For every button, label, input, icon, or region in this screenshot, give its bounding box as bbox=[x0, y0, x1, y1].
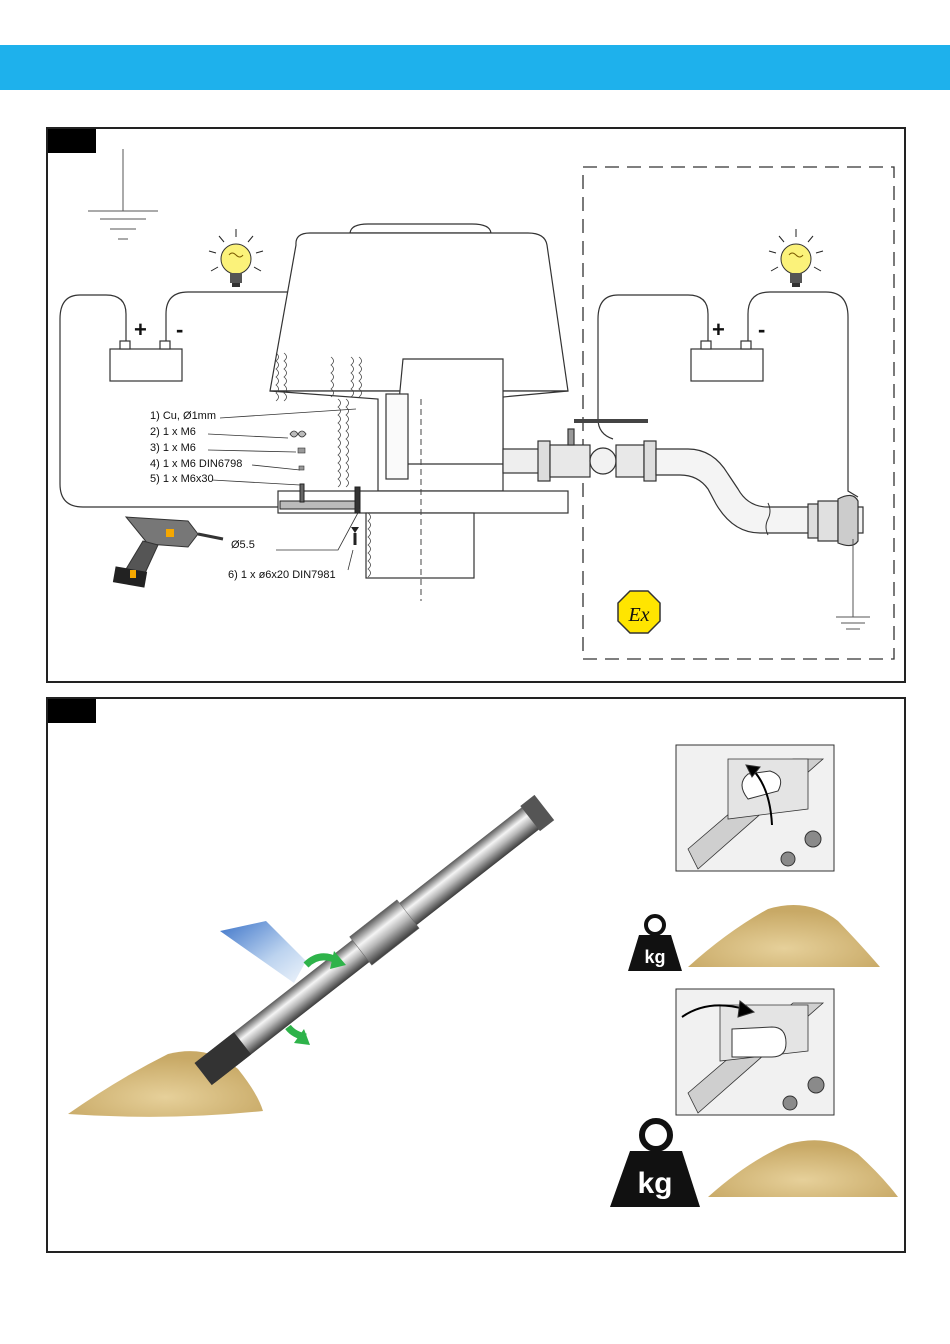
washer-icon bbox=[299, 466, 304, 470]
nut-icon bbox=[298, 448, 305, 453]
bulb-right-icon bbox=[769, 229, 823, 287]
detail-open-slot bbox=[676, 989, 834, 1115]
label-drill-size: Ø5.5 bbox=[231, 539, 255, 551]
battery-right bbox=[691, 341, 763, 381]
pipe-valve-hose bbox=[503, 421, 863, 546]
ex-hazard-icon: Ex bbox=[618, 591, 660, 633]
grounding-diagram: Ex + - + - bbox=[48, 129, 906, 683]
battery-left bbox=[110, 341, 182, 381]
svg-text:kg: kg bbox=[637, 1167, 672, 1200]
label-item4: 4) 1 x M6 DIN6798 bbox=[150, 458, 242, 470]
ex-symbol-text: Ex bbox=[627, 604, 649, 626]
battery-right-minus: - bbox=[758, 317, 765, 342]
label-item6: 6) 1 x ø6x20 DIN7981 bbox=[228, 569, 336, 581]
svg-text:kg: kg bbox=[644, 947, 665, 967]
ground-symbol-right bbox=[836, 539, 870, 629]
label-item3: 3) 1 x M6 bbox=[150, 442, 196, 454]
screw-icon bbox=[351, 527, 359, 545]
tank-assembly bbox=[270, 224, 568, 578]
air-flow-icon bbox=[220, 921, 306, 983]
weight-small-icon: kg bbox=[628, 916, 682, 971]
battery-right-plus: + bbox=[712, 317, 725, 342]
ground-symbol-left bbox=[88, 149, 158, 239]
label-item1: 1) Cu, Ø1mm bbox=[150, 410, 216, 422]
battery-left-minus: - bbox=[176, 317, 183, 342]
sand-pile-small bbox=[688, 905, 880, 967]
sand-pile-medium bbox=[708, 1140, 898, 1197]
weight-large-icon: kg bbox=[610, 1121, 700, 1207]
label-item5: 5) 1 x M6x30 bbox=[150, 473, 214, 485]
bulb-left-icon bbox=[209, 229, 263, 287]
drill-icon bbox=[113, 517, 223, 588]
wing-nut-icon bbox=[290, 431, 306, 437]
header-band bbox=[0, 45, 950, 90]
ex-zone-boundary bbox=[583, 167, 894, 659]
label-item2: 2) 1 x M6 bbox=[150, 426, 196, 438]
battery-left-plus: + bbox=[134, 317, 147, 342]
suction-tube-illustration: kg kg bbox=[48, 699, 906, 1253]
figure-suction-tube: kg kg bbox=[46, 697, 906, 1253]
figure-grounding-diagram: Ex + - + - 1) Cu, Ø1mm 2) 1 x M6 3) 1 x … bbox=[46, 127, 906, 683]
detail-closed-slot bbox=[676, 745, 834, 871]
